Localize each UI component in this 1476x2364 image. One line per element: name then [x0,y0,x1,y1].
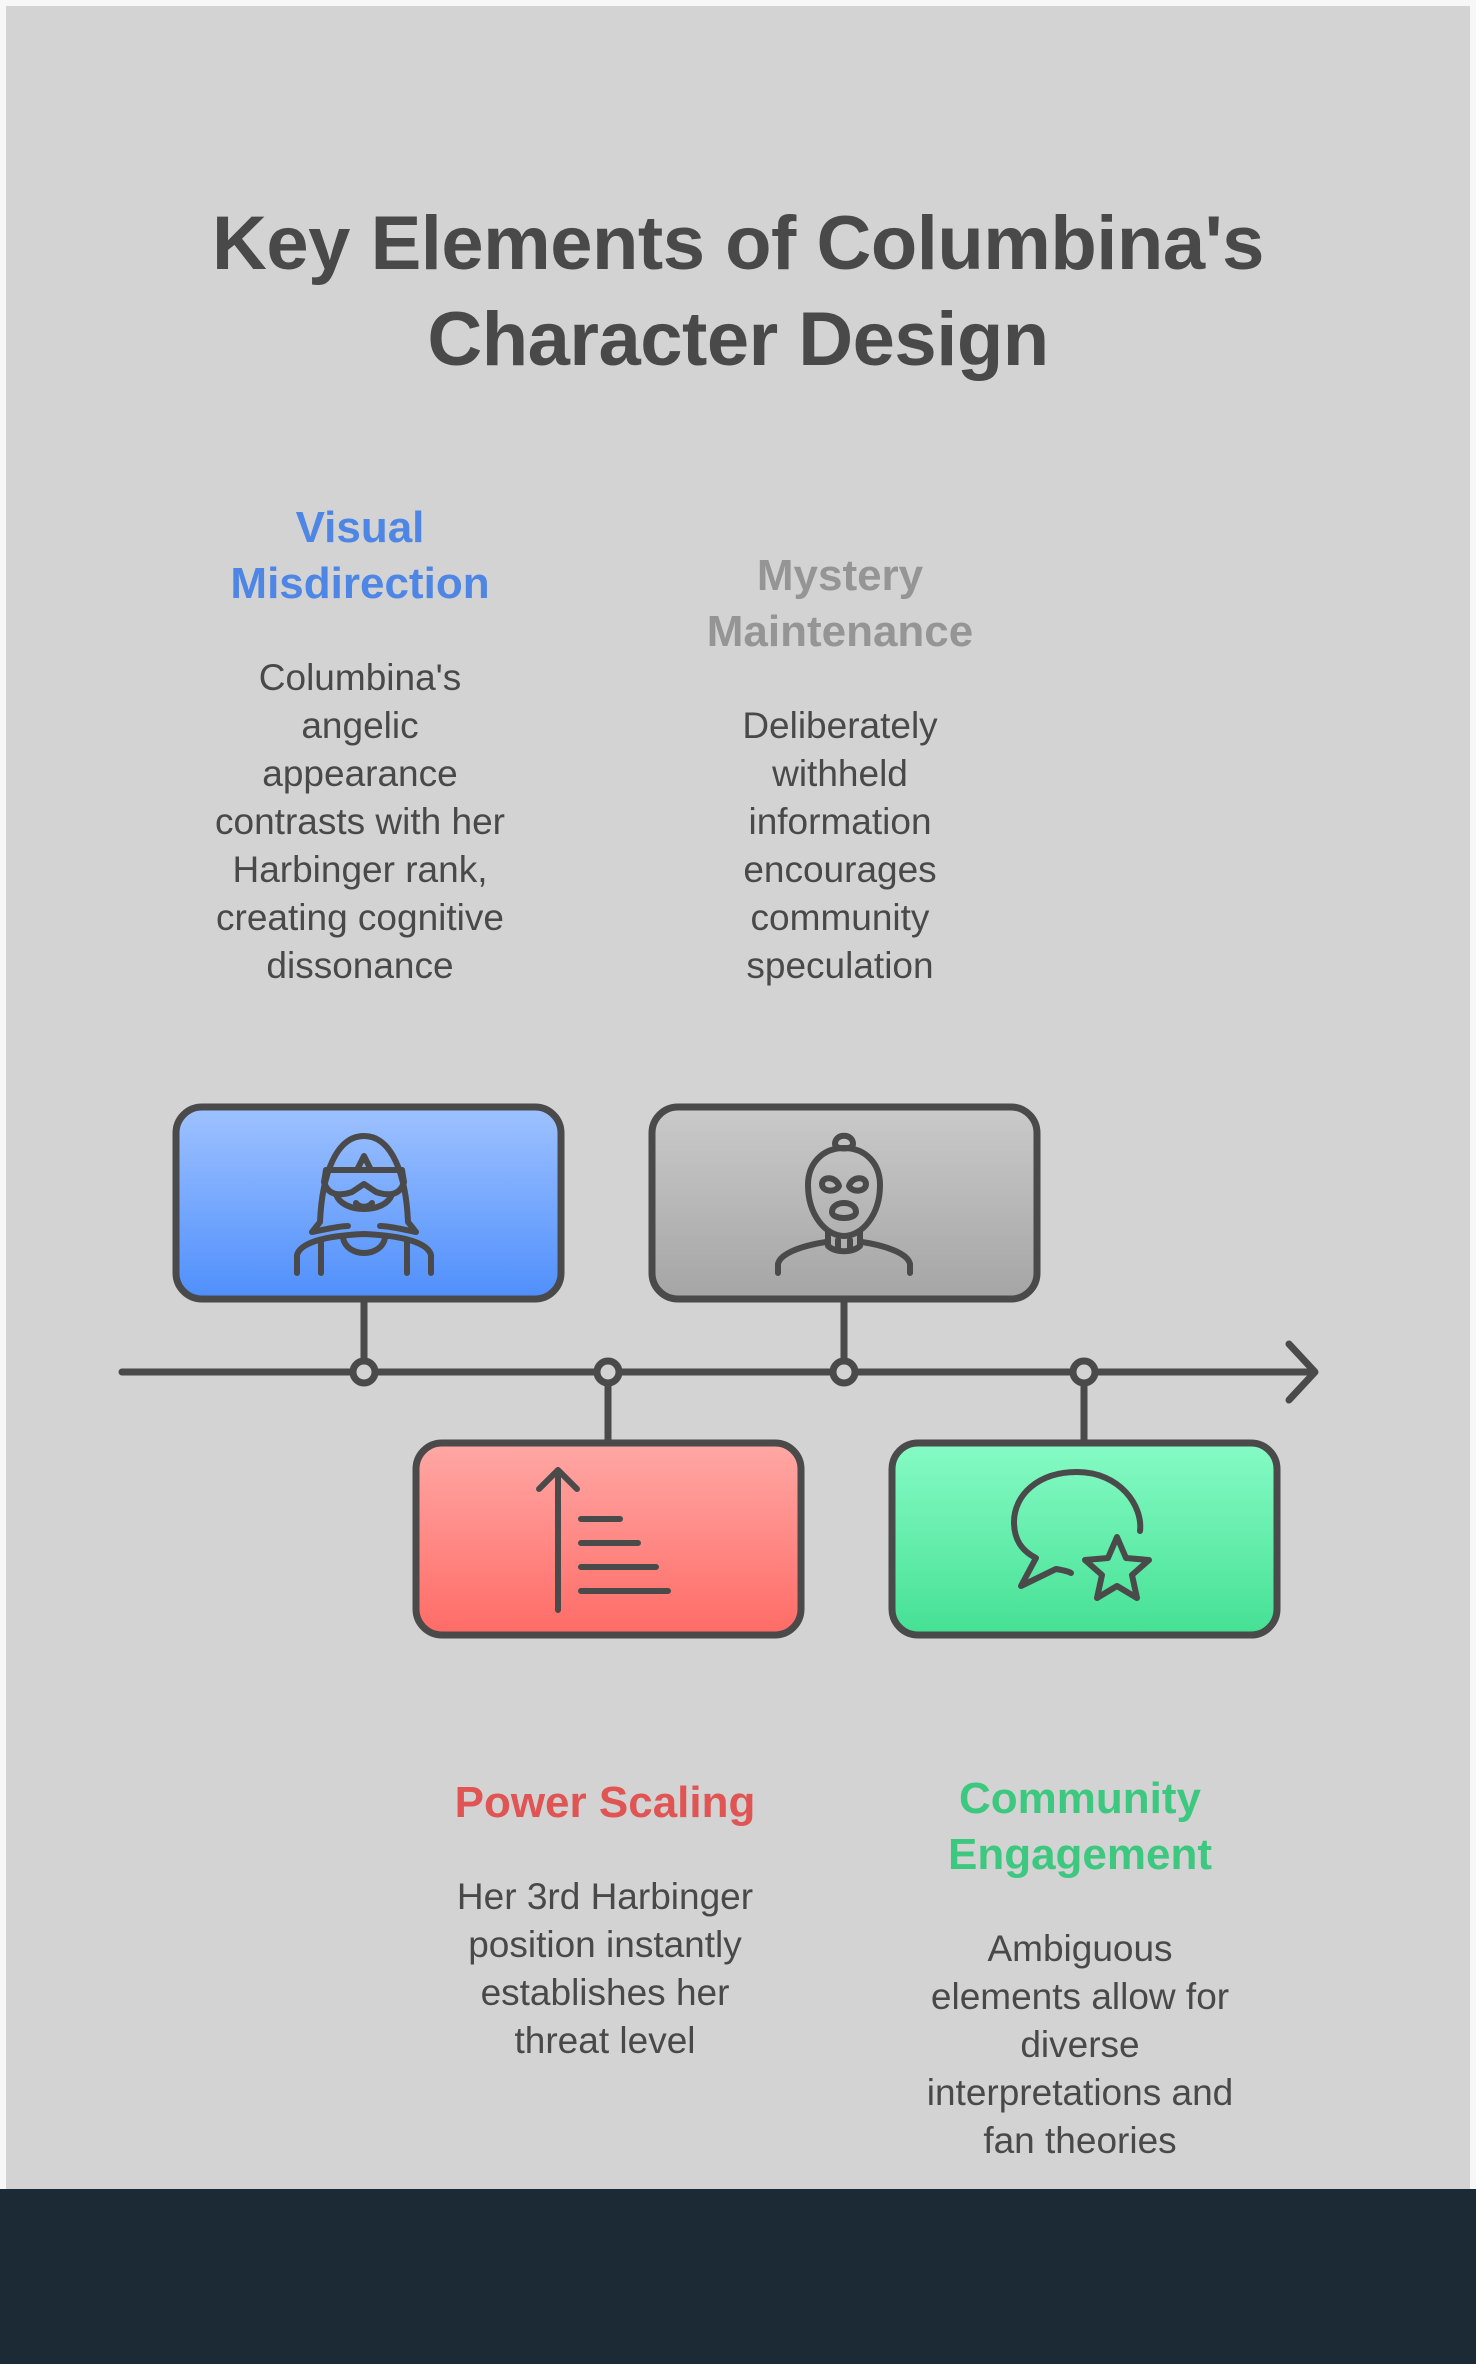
timeline-node-3 [829,1357,859,1387]
description-line: speculation [746,945,934,986]
item-community-engagement-text: Community Engagement Ambiguous elements … [880,1771,1280,2165]
footer-bar [0,2189,1476,2364]
timeline-node-1 [349,1357,379,1387]
heading-line: Mystery [756,551,924,600]
description-line: establishes her [480,1972,730,2013]
title-line-2: Character Design [427,297,1049,382]
heading-line: Maintenance [706,607,974,656]
masked-person-icon [775,1132,913,1276]
item-description: Columbina's angelic appearance contrasts… [160,654,560,990]
heading-line: Power Scaling [454,1778,756,1827]
heading-line: Engagement [947,1830,1213,1879]
timeline-arrow-head [1285,1340,1319,1404]
item-description: Her 3rd Harbinger position instantly est… [405,1873,805,2065]
description-line: Deliberately [742,705,938,746]
description-line: Columbina's [258,657,462,698]
item-description: Deliberately withheld information encour… [640,702,1040,990]
heading-line: Community [959,1774,1201,1823]
item-heading: Mystery Maintenance [640,548,1040,660]
description-line: position instantly [468,1924,742,1965]
description-line: fan theories [983,2120,1177,2161]
icon-box-community-engagement [888,1439,1281,1639]
description-line: withheld [772,753,908,794]
description-line: contrasts with her [215,801,505,842]
description-line: diverse [1020,2024,1140,2065]
description-line: creating cognitive [216,897,504,938]
description-line: information [748,801,932,842]
sort-ascending-icon [536,1467,671,1613]
diagram-panel [6,6,1470,2189]
item-mystery-maintenance-text: Mystery Maintenance Deliberately withhel… [640,548,1040,990]
heading-line: Misdirection [230,559,490,608]
heading-line: Visual [295,503,425,552]
item-power-scaling-text: Power Scaling Her 3rd Harbinger position… [405,1775,805,2065]
description-line: dissonance [266,945,454,986]
description-line: elements allow for [930,1976,1230,2017]
description-line: community [750,897,930,938]
description-line: Her 3rd Harbinger [456,1876,754,1917]
item-description: Ambiguous elements allow for diverse int… [880,1925,1280,2165]
item-heading: Community Engagement [880,1771,1280,1883]
veiled-woman-icon [294,1133,434,1276]
title-line-1: Key Elements of Columbina's [212,201,1264,286]
icon-box-power-scaling [412,1439,805,1639]
timeline-node-2 [593,1357,623,1387]
description-line: appearance [262,753,458,794]
item-heading: Power Scaling [405,1775,805,1831]
description-line: threat level [514,2020,696,2061]
description-line: angelic [301,705,419,746]
item-heading: Visual Misdirection [160,500,560,612]
item-visual-misdirection-text: Visual Misdirection Columbina's angelic … [160,500,560,990]
description-line: interpretations and [926,2072,1234,2113]
chat-star-icon [1011,1469,1152,1601]
page-title: Key Elements of Columbina's Character De… [0,196,1476,388]
description-line: Harbinger rank, [232,849,488,890]
timeline-node-4 [1069,1357,1099,1387]
description-line: encourages [743,849,937,890]
description-line: Ambiguous [987,1928,1173,1969]
